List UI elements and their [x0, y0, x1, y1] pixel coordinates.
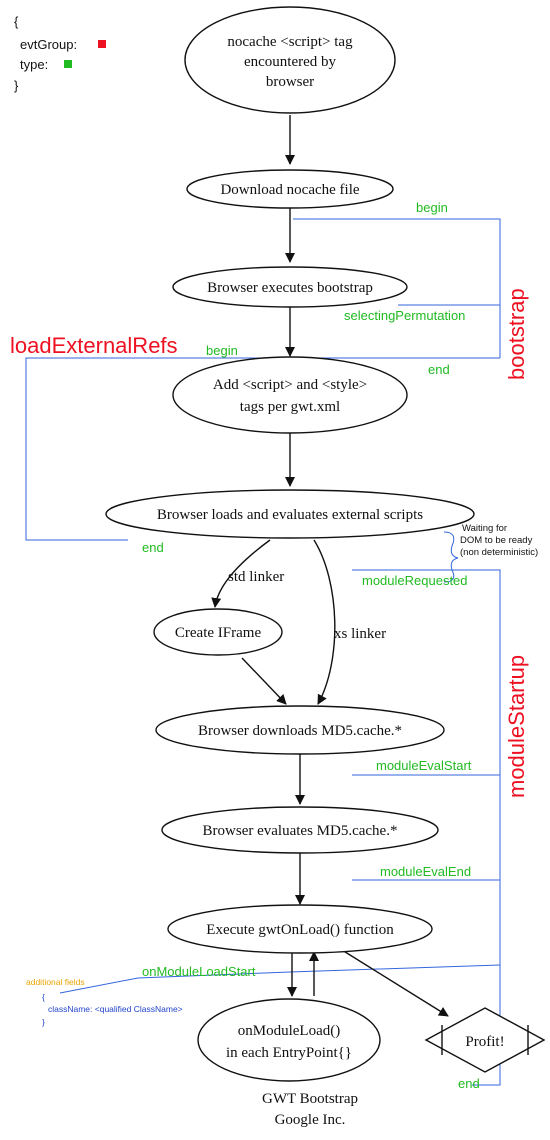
waiting-brace	[443, 531, 459, 583]
node-nocache-line2: encountered by	[244, 54, 337, 70]
extra-fields-title: additional fields	[26, 977, 85, 987]
event-on-module-load-start: onModuleLoadStart	[142, 964, 256, 979]
node-download-md5-label: Browser downloads MD5.cache.*	[198, 723, 402, 739]
event-bootstrap-begin: begin	[416, 200, 448, 215]
event-module-requested: moduleRequested	[362, 573, 468, 588]
event-load-end: end	[142, 540, 164, 555]
node-gwtonload-label: Execute gwtOnLoad() function	[206, 922, 394, 938]
arrow-xs-linker	[313, 539, 336, 705]
group-load-external-refs: loadExternalRefs	[10, 333, 178, 358]
edge-label-std-linker: std linker	[228, 569, 284, 585]
legend-close: }	[14, 78, 19, 93]
extra-fields-close: }	[42, 1017, 45, 1027]
event-module-eval-start: moduleEvalStart	[376, 758, 472, 773]
legend-type-label: type:	[20, 57, 48, 72]
event-selecting-permutation: selectingPermutation	[344, 308, 465, 323]
extra-fields-open: {	[42, 992, 45, 1002]
node-onmoduleload-line1: onModuleLoad()	[238, 1023, 340, 1039]
node-create-iframe-label: Create IFrame	[175, 625, 262, 641]
arrow-iframe	[241, 657, 287, 705]
node-nocache-tag: nocache <script> tag encountered by brow…	[184, 6, 396, 114]
node-evaluate-md5: Browser evaluates MD5.cache.*	[161, 806, 439, 854]
event-bootstrap-end: end	[428, 362, 450, 377]
caption-line2: Google Inc.	[275, 1112, 346, 1128]
arrows	[211, 115, 449, 1017]
node-add-script-style: Add <script> and <style> tags per gwt.xm…	[172, 356, 408, 434]
node-load-external-label: Browser loads and evaluates external scr…	[157, 507, 423, 523]
module-load-start-line	[59, 964, 501, 994]
node-nocache-line1: nocache <script> tag	[227, 34, 353, 50]
extra-fields-classname: className: <qualified ClassName>	[48, 1004, 183, 1014]
note-waiting-line1: Waiting for	[462, 523, 507, 534]
node-profit-label: Profit!	[465, 1034, 504, 1050]
node-profit: Profit!	[424, 1007, 546, 1073]
node-executes-bootstrap-label: Browser executes bootstrap	[207, 280, 373, 296]
event-startup-end: end	[458, 1076, 480, 1091]
group-bootstrap: bootstrap	[504, 288, 529, 380]
bootstrap-bracket	[293, 218, 501, 358]
node-evaluate-md5-label: Browser evaluates MD5.cache.*	[203, 823, 398, 839]
legend-evtgroup-swatch	[98, 40, 106, 48]
node-nocache-line3: browser	[266, 74, 314, 90]
caption-line1: GWT Bootstrap	[262, 1091, 358, 1107]
node-download-md5: Browser downloads MD5.cache.*	[155, 705, 445, 755]
module-startup-bracket	[352, 569, 501, 1086]
event-load-begin: begin	[206, 343, 238, 358]
node-gwtonload: Execute gwtOnLoad() function	[167, 904, 433, 954]
legend-evtgroup-label: evtGroup:	[20, 37, 77, 52]
node-create-iframe: Create IFrame	[153, 608, 283, 656]
group-module-startup: moduleStartup	[504, 655, 529, 798]
event-lines	[25, 218, 501, 1086]
edge-label-xs-linker: xs linker	[334, 626, 386, 642]
node-add-script-line2: tags per gwt.xml	[240, 399, 340, 415]
event-module-eval-end: moduleEvalEnd	[380, 864, 471, 879]
legend-type-swatch	[64, 60, 72, 68]
node-load-external-scripts: Browser loads and evaluates external scr…	[105, 489, 475, 539]
arrow-std-linker	[211, 539, 271, 608]
load-external-bracket	[25, 357, 280, 541]
arrow-to-profit	[341, 949, 449, 1017]
node-onmoduleload: onModuleLoad() in each EntryPoint{}	[197, 998, 381, 1082]
node-download-nocache-label: Download nocache file	[220, 182, 359, 198]
legend-open: {	[14, 14, 19, 29]
legend: { evtGroup: type: }	[14, 14, 106, 93]
node-executes-bootstrap: Browser executes bootstrap	[172, 266, 408, 308]
note-waiting-line3: (non deterministic)	[460, 547, 538, 558]
note-waiting-line2: DOM to be ready	[460, 535, 533, 546]
node-download-nocache: Download nocache file	[186, 169, 394, 209]
node-add-script-line1: Add <script> and <style>	[213, 377, 367, 393]
node-onmoduleload-line2: in each EntryPoint{}	[226, 1045, 352, 1061]
